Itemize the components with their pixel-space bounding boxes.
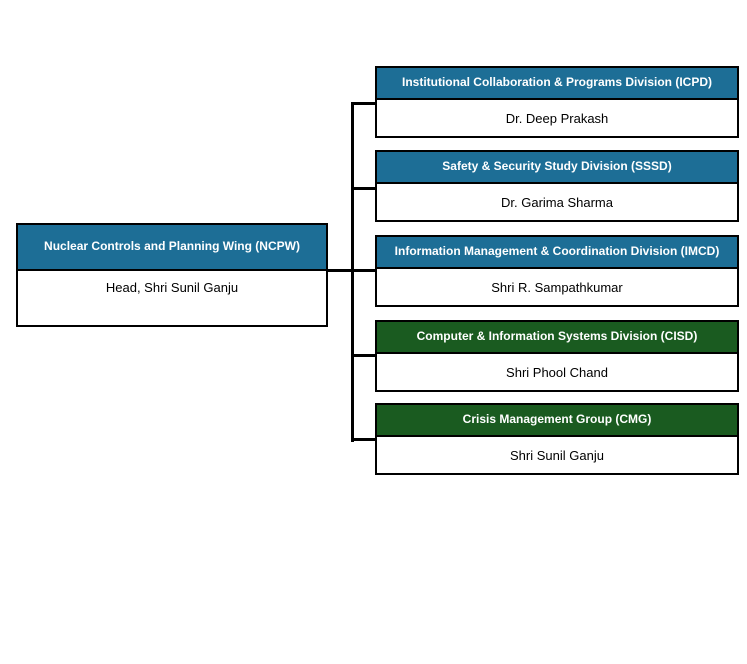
connector-trunk xyxy=(351,102,354,442)
org-node-imcd: Information Management & Coordination Di… xyxy=(375,235,739,307)
connector-stub-cisd xyxy=(351,354,375,357)
connector-stub-icpd xyxy=(351,102,375,105)
org-node-sssd-person: Dr. Garima Sharma xyxy=(501,194,613,210)
org-node-cmg: Crisis Management Group (CMG) Shri Sunil… xyxy=(375,403,739,475)
org-node-imcd-title: Information Management & Coordination Di… xyxy=(377,237,737,269)
org-node-ncpw-person: Head, Shri Sunil Ganju xyxy=(105,280,239,295)
org-node-cisd-person: Shri Phool Chand xyxy=(506,364,608,380)
connector-stub-cmg xyxy=(351,438,375,441)
org-node-imcd-person: Shri R. Sampathkumar xyxy=(491,279,623,295)
org-node-sssd: Safety & Security Study Division (SSSD) … xyxy=(375,150,739,222)
org-node-sssd-title: Safety & Security Study Division (SSSD) xyxy=(377,152,737,184)
org-node-icpd-title: Institutional Collaboration & Programs D… xyxy=(377,68,737,100)
org-node-cmg-title: Crisis Management Group (CMG) xyxy=(377,405,737,437)
org-node-ncpw-title: Nuclear Controls and Planning Wing (NCPW… xyxy=(18,225,326,271)
org-node-icpd: Institutional Collaboration & Programs D… xyxy=(375,66,739,138)
org-node-cisd: Computer & Information Systems Division … xyxy=(375,320,739,392)
connector-stub-sssd xyxy=(351,187,375,190)
org-node-ncpw: Nuclear Controls and Planning Wing (NCPW… xyxy=(16,223,328,327)
connector-stub-root-imcd xyxy=(328,269,375,272)
org-node-icpd-person: Dr. Deep Prakash xyxy=(505,110,609,126)
org-node-cmg-person: Shri Sunil Ganju xyxy=(510,447,604,463)
org-node-cisd-title: Computer & Information Systems Division … xyxy=(377,322,737,354)
